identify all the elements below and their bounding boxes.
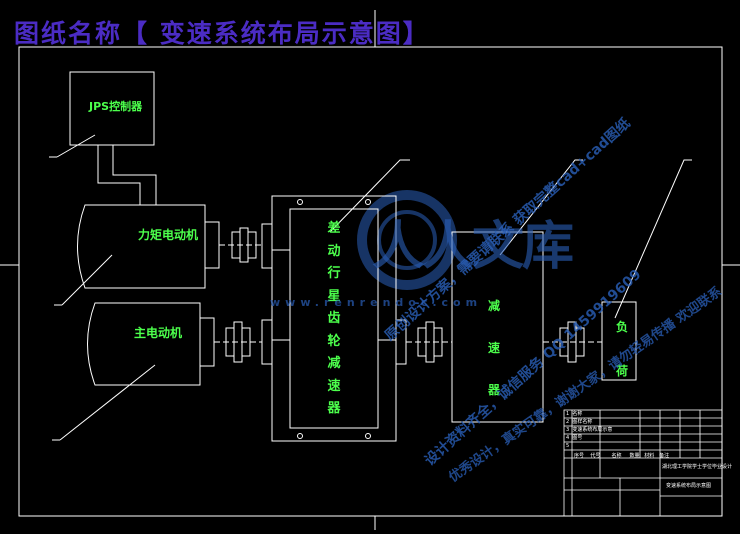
header-cell: 序号 — [574, 453, 585, 459]
row-num: 5 — [566, 443, 570, 449]
coupling-top — [219, 227, 262, 263]
coupling-load — [543, 321, 602, 363]
torque-motor-body — [77, 204, 206, 289]
planetary-char: 齿 — [327, 311, 341, 326]
controller-box — [69, 71, 155, 146]
coupling-output — [406, 321, 452, 363]
reducer-box — [451, 231, 544, 423]
gearbox-housing — [271, 195, 397, 442]
planetary-char: 轮 — [327, 333, 341, 349]
controller-label: JPS控制器 — [89, 100, 143, 113]
torque-motor-flange — [204, 221, 220, 269]
planetary-char: 速 — [327, 378, 341, 394]
row-text: 变速系统布局示意 — [572, 427, 613, 433]
load-label: 负 荷 — [614, 305, 630, 393]
planetary-char: 器 — [327, 401, 341, 416]
reducer-char: 速 — [487, 341, 500, 355]
row-text: 名称 — [572, 411, 583, 417]
cable-inner — [112, 145, 157, 205]
header-cell: 数量 — [629, 453, 640, 459]
main-motor-flange — [199, 317, 215, 367]
titleblock-drawing-name: 变速系统布局示意图 — [666, 483, 712, 489]
row-num: 3 — [566, 427, 570, 433]
planetary-char: 减 — [327, 356, 341, 371]
header-cell: 材料 — [644, 453, 655, 459]
watermark-url: www.renrendoc.com — [270, 296, 483, 309]
row-num: 2 — [566, 419, 570, 425]
drawing-title: 图纸名称【 变速系统布局示意图】 — [14, 19, 430, 48]
titleblock-header: 序号 代号 名称 数量 材料 备注 — [574, 452, 669, 459]
load-char: 荷 — [615, 364, 628, 378]
gearbox-inner — [289, 208, 379, 429]
leader-lines — [49, 134, 692, 441]
planetary-char: 行 — [327, 266, 341, 281]
titleblock-school: 湖北理工学院学士学位毕业设计 — [662, 464, 733, 470]
watermark-logo-text: 人人文库 — [372, 217, 574, 277]
gearbox-input-stubs — [272, 249, 396, 341]
header-cell: 名称 — [611, 453, 622, 459]
main-motor-body — [87, 302, 201, 386]
row-text: 图样名称 — [572, 419, 593, 425]
planetary-char: 差 — [327, 221, 341, 236]
titleblock-row: 1 名称 2 图样名称 3 变速系统布局示意 4 图号 5 — [566, 410, 612, 450]
load-char: 负 — [615, 320, 628, 334]
cable-outer — [97, 145, 141, 205]
row-text: 图号 — [572, 435, 583, 441]
header-cell: 备注 — [659, 453, 670, 459]
main-motor-label: 主电动机 — [134, 326, 183, 340]
reducer-char: 减 — [487, 299, 500, 313]
drawing-frame — [18, 46, 723, 517]
load-box — [601, 301, 637, 381]
planetary-char: 动 — [327, 243, 341, 259]
coupling-bottom — [214, 321, 262, 363]
torque-motor-label: 力矩电动机 — [138, 228, 199, 242]
row-num: 4 — [566, 435, 570, 441]
planetary-label: 差 动 行 星 齿 轮 减 速 器 — [323, 218, 345, 421]
header-cell: 代号 — [590, 453, 601, 459]
reducer-label: 减 速 器 — [486, 285, 502, 411]
reducer-char: 器 — [487, 383, 500, 397]
title-block — [563, 409, 723, 517]
planetary-char: 星 — [327, 288, 341, 304]
row-num: 1 — [566, 411, 570, 417]
